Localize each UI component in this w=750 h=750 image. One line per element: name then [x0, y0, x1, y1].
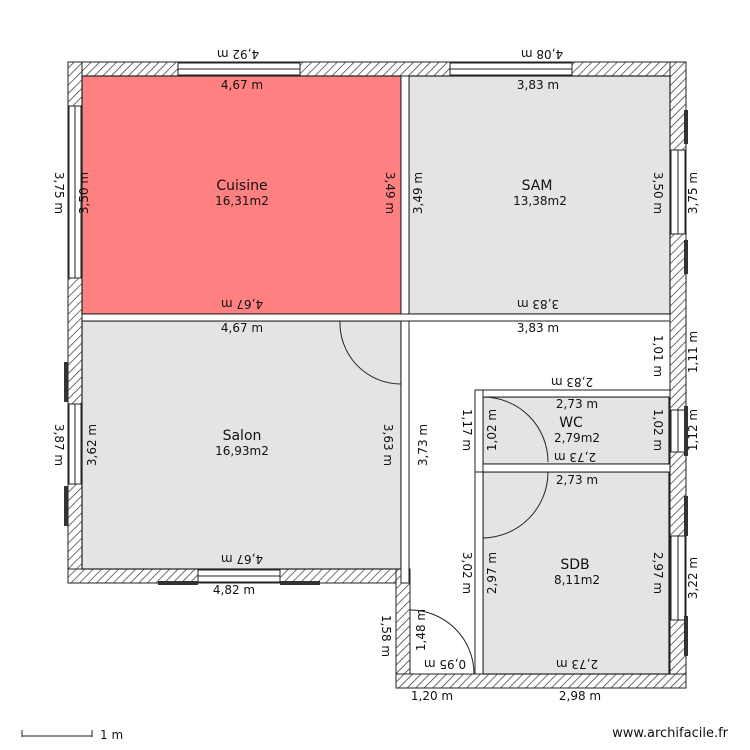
- dim-hall-left: 3,73 m: [416, 424, 430, 466]
- room-area-sdb: 8,11m2: [554, 573, 600, 587]
- dim-wc-right-inner: 1,02 m: [651, 409, 665, 451]
- partition-wc-left: [474, 389, 484, 473]
- scale-label: 1 m: [100, 728, 123, 742]
- dim-hall-right-outer: 1,11 m: [686, 331, 700, 373]
- dim-sdb-right-outer: 3,22 m: [686, 557, 700, 599]
- room-salon: [81, 320, 402, 570]
- room-area-cuisine: 16,31m2: [215, 194, 269, 208]
- door-wc-swing: [482, 396, 549, 463]
- dim-cuisine-right-inner: 3,49 m: [383, 172, 397, 214]
- shutter-marks: [64, 110, 688, 656]
- dim-sdb-bottom-outer: 2,98 m: [559, 689, 601, 703]
- dim-hall-top: 3,83 m: [517, 321, 559, 335]
- dim-salon-left-outer: 3,87 m: [52, 424, 66, 466]
- dim-hall-right-inner: 1,01 m: [651, 335, 665, 377]
- brand-watermark: www.archifacile.fr: [612, 726, 728, 741]
- dim-cuisine-top-outer: 4,92 m: [217, 47, 259, 61]
- dim-cuisine-bottom-inner: 4,67 m: [221, 297, 263, 311]
- dim-entry-left-outer: 1,58 m: [379, 615, 393, 657]
- room-cuisine: [81, 75, 402, 315]
- partition-salon-hall: [400, 320, 410, 584]
- dim-sam-top-inner: 3,83 m: [517, 78, 559, 92]
- dim-sdb-left-inner: 2,97 m: [485, 552, 499, 594]
- dim-sam-left-inner: 3,49 m: [411, 172, 425, 214]
- dim-wc-top-outer: 2,83 m: [551, 375, 593, 389]
- room-sdb: [482, 471, 670, 675]
- dim-sam-top-outer: 4,08 m: [521, 47, 563, 61]
- partition-wc-sdb: [474, 463, 671, 473]
- dim-salon-top-inner: 4,67 m: [221, 321, 263, 335]
- dim-entry-bottom-inner: 0,95 m: [424, 657, 466, 671]
- dim-cuisine-left-outer: 3,75 m: [52, 172, 66, 214]
- dim-salon-bottom-outer: 4,82 m: [213, 583, 255, 597]
- room-name-sam: SAM: [522, 178, 553, 194]
- door-sdb-swing: [482, 471, 549, 539]
- dim-salon-bottom-inner: 4,67 m: [221, 552, 263, 566]
- dim-sam-right-outer: 3,75 m: [686, 172, 700, 214]
- room-name-sdb: SDB: [560, 557, 589, 573]
- door-salon-swing: [339, 320, 402, 385]
- interior-walls: [81, 75, 671, 675]
- room-area-sam: 13,38m2: [513, 194, 567, 208]
- wall-entry-left: [395, 568, 411, 689]
- dim-sam-bottom-inner: 3,83 m: [517, 297, 559, 311]
- partition-cuisine-sam: [400, 75, 410, 322]
- dim-cuisine-top-inner: 4,67 m: [221, 78, 263, 92]
- dim-wc-top-inner: 2,73 m: [556, 397, 598, 411]
- room-name-salon: Salon: [223, 428, 262, 444]
- partition-wc-top: [474, 389, 671, 398]
- dim-sdb-bottom-inner: 2,73 m: [556, 657, 598, 671]
- room-area-wc: 2,79m2: [554, 431, 600, 445]
- dim-cuisine-left-inner: 3,50 m: [77, 172, 91, 214]
- scale-bar: 1 m: [21, 728, 123, 742]
- partition-sdb-left: [474, 471, 484, 675]
- room-labels: Cuisine 16,31m2 SAM 13,38m2 Salon 16,93m…: [215, 178, 600, 587]
- room-name-wc: WC: [559, 415, 583, 431]
- dimension-labels: 4,92 m 4,67 m 3,75 m 3,50 m 3,49 m 4,67 …: [52, 47, 700, 703]
- doors: [339, 320, 549, 675]
- partition-horizontal: [81, 313, 671, 322]
- dim-entry-left-inner: 1,48 m: [414, 609, 428, 651]
- room-wc: [482, 396, 670, 465]
- dim-wc-left-outer: 1,17 m: [460, 409, 474, 451]
- dim-wc-left-inner: 1,02 m: [485, 409, 499, 451]
- room-area-salon: 16,93m2: [215, 444, 269, 458]
- dim-sam-right-inner: 3,50 m: [651, 172, 665, 214]
- room-name-cuisine: Cuisine: [216, 178, 267, 194]
- dim-sdb-left-outer: 3,02 m: [460, 552, 474, 594]
- dim-sdb-right-inner: 2,97 m: [651, 552, 665, 594]
- wall-bottom: [395, 673, 687, 689]
- dim-sdb-top-inner: 2,73 m: [556, 473, 598, 487]
- door-entry-swing: [409, 609, 475, 675]
- dim-salon-right-inner: 3,63 m: [381, 424, 395, 466]
- dim-entry-bottom-outer: 1,20 m: [411, 689, 453, 703]
- windows: [68, 62, 686, 621]
- dim-wc-bottom-inner: 2,73 m: [554, 450, 596, 464]
- dim-salon-left-inner: 3,62 m: [85, 424, 99, 466]
- room-sam: [408, 75, 671, 315]
- dim-wc-right-outer: 1,12 m: [686, 409, 700, 451]
- wall-top: [67, 61, 687, 77]
